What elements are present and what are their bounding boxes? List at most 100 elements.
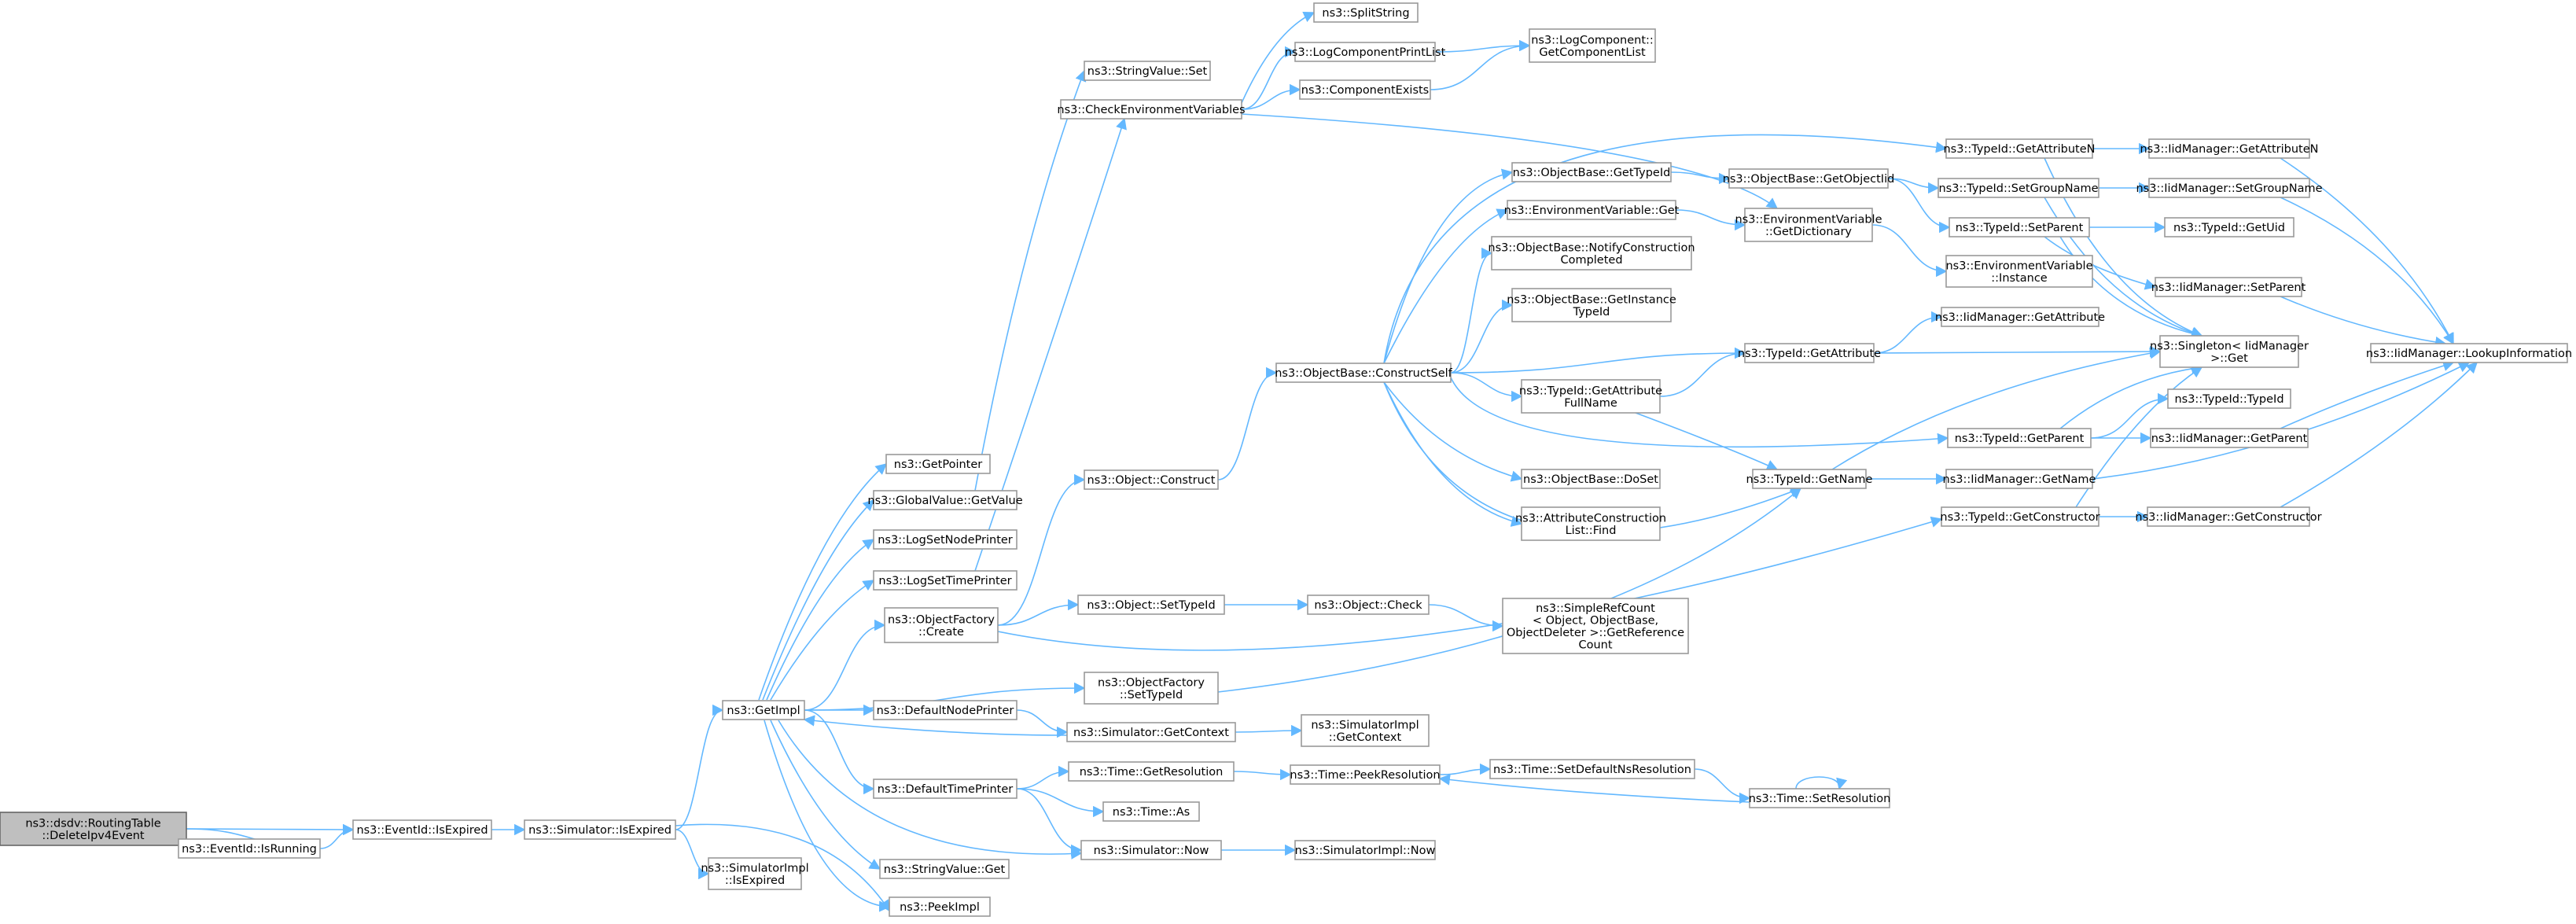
node-timegetres[interactable]: ns3::Time::GetResolution: [1068, 761, 1235, 782]
node-label: ns3::IidManager::SetGroupName: [2136, 182, 2322, 195]
node-constructself[interactable]: ns3::ObjectBase::ConstructSelf: [1275, 363, 1453, 383]
node-logtime[interactable]: ns3::LogSetTimePrinter: [873, 570, 1018, 591]
node-iidsetgroup[interactable]: ns3::IidManager::SetGroupName: [2136, 178, 2323, 198]
node-tidgetname[interactable]: ns3::TypeId::GetName: [1746, 469, 1873, 489]
edge-constructself-to-doset: [1383, 381, 1523, 482]
node-tidgetparent[interactable]: ns3::TypeId::GetParent: [1947, 428, 2092, 448]
node-tidgetuid[interactable]: ns3::TypeId::GetUid: [2164, 217, 2294, 237]
node-simgetctx[interactable]: ns3::Simulator::GetContext: [1066, 722, 1236, 742]
node-getimpl[interactable]: ns3::GetImpl: [722, 700, 805, 720]
node-iidsetparent[interactable]: ns3::IidManager::SetParent: [2151, 277, 2306, 297]
node-iidgetparent[interactable]: ns3::IidManager::GetParent: [2150, 428, 2309, 448]
node-label: ns3::TypeId::GetAttribute: [1738, 348, 1881, 360]
node-envget[interactable]: ns3::EnvironmentVariable::Get: [1504, 200, 1680, 220]
edge-objcheck-to-simplerefcount: [1428, 604, 1504, 632]
node-label: ns3::ObjectFactory: [1098, 676, 1205, 689]
node-iidgetattrn[interactable]: ns3::IidManager::GetAttributeN: [2140, 138, 2319, 159]
node-objcheck[interactable]: ns3::Object::Check: [1307, 595, 1430, 615]
node-peekres[interactable]: ns3::Time::PeekResolution: [1290, 764, 1441, 785]
node-iidgetname[interactable]: ns3::IidManager::GetName: [1943, 469, 2096, 489]
node-simnow[interactable]: ns3::Simulator::Now: [1080, 840, 1222, 860]
node-simplerefcount[interactable]: ns3::SimpleRefCount< Object, ObjectBase,…: [1502, 598, 1689, 654]
node-evexpired[interactable]: ns3::EventId::IsExpired: [352, 819, 492, 840]
node-lognode[interactable]: ns3::LogSetNodePrinter: [873, 529, 1018, 550]
node-label: ns3::DefaultTimePrinter: [878, 783, 1013, 796]
edge-peekres-to-setdefns: [1439, 763, 1492, 775]
node-label: ObjectDeleter >::GetReference: [1507, 627, 1684, 639]
node-box: [1307, 595, 1430, 615]
node-simexpired[interactable]: ns3::Simulator::IsExpired: [524, 819, 676, 840]
node-ofcreate[interactable]: ns3::ObjectFactory::Create: [884, 607, 999, 643]
node-box: [1938, 178, 2099, 198]
node-implgetctx[interactable]: ns3::SimulatorImpl::GetContext: [1301, 714, 1430, 747]
node-box: [1301, 714, 1430, 747]
node-iidgetattr[interactable]: ns3::IidManager::GetAttribute: [1935, 307, 2105, 327]
node-isrunning[interactable]: ns3::EventId::IsRunning: [178, 838, 321, 859]
node-label: ::IsExpired: [725, 874, 785, 887]
node-label: ns3::LogComponent::: [1531, 34, 1654, 46]
node-tidtypeid[interactable]: ns3::TypeId::TypeId: [2167, 388, 2291, 409]
node-setdefns[interactable]: ns3::Time::SetDefaultNsResolution: [1489, 759, 1695, 779]
node-lcprint[interactable]: ns3::LogComponentPrintList: [1285, 42, 1446, 62]
node-notifyconst[interactable]: ns3::ObjectBase::NotifyConstructionCompl…: [1488, 236, 1695, 271]
node-svget[interactable]: ns3::StringValue::Get: [879, 859, 1010, 879]
node-implexpired[interactable]: ns3::SimulatorImpl::IsExpired: [701, 857, 809, 890]
node-tidgetattr[interactable]: ns3::TypeId::GetAttribute: [1738, 343, 1881, 363]
node-label: ns3::GetPointer: [894, 458, 983, 471]
node-label: ns3::ObjectBase::ConstructSelf: [1275, 367, 1452, 380]
node-implnow[interactable]: ns3::SimulatorImpl::Now: [1294, 840, 1436, 860]
node-envdict[interactable]: ns3::EnvironmentVariable::GetDictionary: [1735, 208, 1882, 242]
edge-iidgetattrn-to-lookup: [2280, 157, 2454, 345]
node-label: Count: [1578, 639, 1612, 651]
node-root[interactable]: ns3::dsdv::RoutingTable::DeleteIpv4Event: [0, 812, 187, 846]
edge-ofcreate-to-tidgetctor: [997, 516, 1943, 651]
node-setres[interactable]: ns3::Time::SetResolution: [1749, 788, 1891, 808]
node-label: ns3::Time::PeekResolution: [1290, 769, 1440, 782]
node-gvgetvalue[interactable]: ns3::GlobalValue::GetValue: [867, 490, 1023, 510]
node-objsettypeid[interactable]: ns3::Object::SetTypeId: [1077, 595, 1225, 615]
node-box: [885, 454, 991, 474]
node-split[interactable]: ns3::SplitString: [1313, 2, 1419, 23]
node-label: ns3::Singleton< IidManager: [2150, 340, 2309, 352]
edge-getimpl-to-logtime: [770, 580, 875, 701]
node-box: [1077, 595, 1225, 615]
node-envinstance[interactable]: ns3::EnvironmentVariable::Instance: [1945, 255, 2093, 288]
node-tidgetctor[interactable]: ns3::TypeId::GetConstructor: [1940, 506, 2100, 527]
node-box: [1507, 200, 1676, 220]
node-deftime[interactable]: ns3::DefaultTimePrinter: [873, 779, 1018, 799]
edge-objconstruct-to-constructself: [1217, 366, 1278, 480]
node-svset[interactable]: ns3::StringValue::Set: [1084, 61, 1211, 81]
node-label: ns3::SimulatorImpl: [701, 862, 808, 874]
node-getpointer[interactable]: ns3::GetPointer: [885, 454, 991, 474]
node-checkenv[interactable]: ns3::CheckEnvironmentVariables: [1057, 99, 1246, 120]
node-doset[interactable]: ns3::ObjectBase::DoSet: [1521, 469, 1661, 489]
node-defnode[interactable]: ns3::DefaultNodePrinter: [873, 700, 1018, 720]
node-box: [2159, 335, 2299, 368]
node-iidgetctor[interactable]: ns3::IidManager::GetConstructor: [2135, 506, 2322, 527]
node-box: [1945, 255, 2093, 288]
node-box: [722, 700, 805, 720]
node-singleton[interactable]: ns3::Singleton< IidManager>::Get: [2150, 335, 2309, 368]
node-box: [2148, 178, 2310, 198]
node-getcomplist[interactable]: ns3::LogComponent::GetComponentList: [1529, 28, 1656, 63]
node-timeas[interactable]: ns3::Time::As: [1102, 801, 1200, 822]
node-lookup[interactable]: ns3::IidManager::LookupInformation: [2366, 343, 2572, 363]
node-box: [1521, 469, 1661, 489]
node-tidsetparent[interactable]: ns3::TypeId::SetParent: [1949, 217, 2090, 237]
node-ofsettypeid[interactable]: ns3::ObjectFactory::SetTypeId: [1084, 672, 1219, 705]
node-label: ns3::SimulatorImpl: [1311, 719, 1419, 731]
node-tidsetgroup[interactable]: ns3::TypeId::SetGroupName: [1938, 178, 2099, 198]
node-getobjectiid[interactable]: ns3::ObjectBase::GetObjectIid: [1723, 168, 1895, 189]
edge-constructself-to-envget: [1383, 208, 1509, 364]
node-tidgetattrn[interactable]: ns3::TypeId::GetAttributeN: [1943, 138, 2096, 159]
node-objconstruct[interactable]: ns3::Object::Construct: [1084, 469, 1219, 490]
node-peekimpl[interactable]: ns3::PeekImpl: [889, 896, 991, 917]
node-box: [873, 490, 1018, 510]
node-compexists[interactable]: ns3::ComponentExists: [1299, 79, 1431, 100]
edge-iidsetparent-to-lookup: [2280, 296, 2447, 348]
node-obgettypeid[interactable]: ns3::ObjectBase::GetTypeId: [1511, 162, 1672, 182]
node-label: ns3::LogSetTimePrinter: [878, 575, 1011, 587]
